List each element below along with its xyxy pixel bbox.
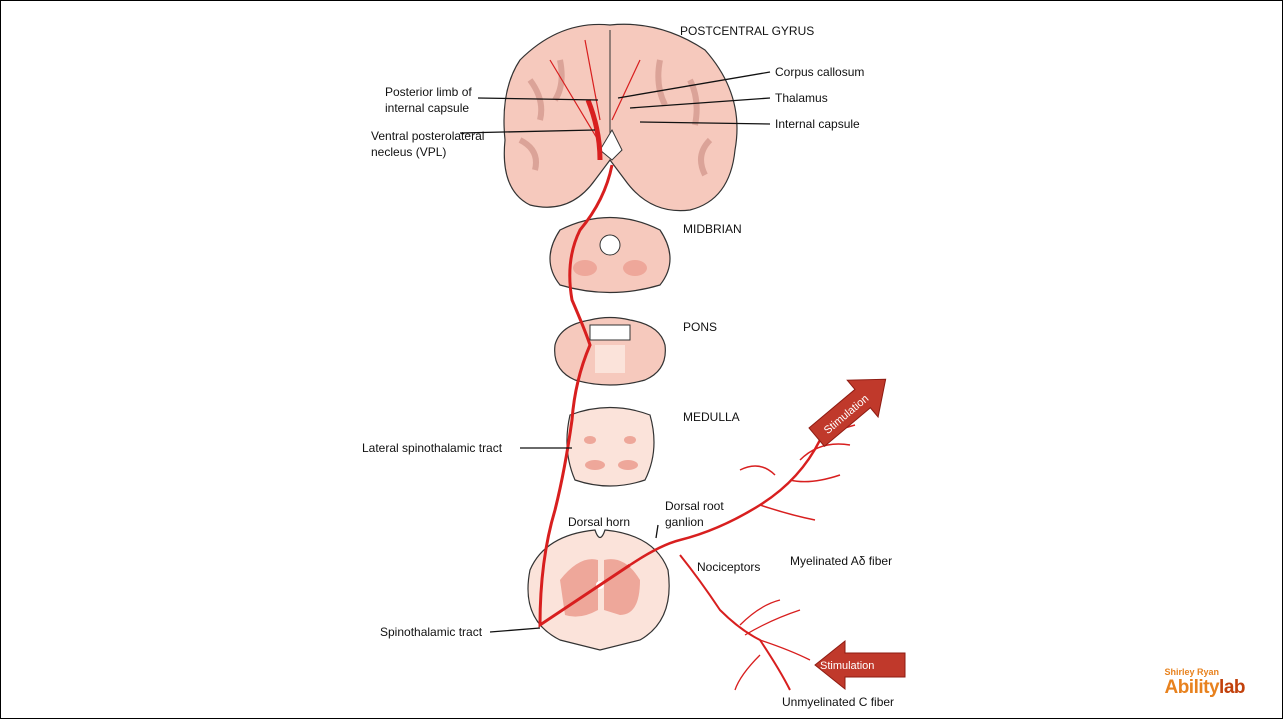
label-spinothalamic: Spinothalamic tract bbox=[380, 625, 483, 639]
label-corpus-callosum: Corpus callosum bbox=[775, 65, 864, 79]
label-nociceptors: Nociceptors bbox=[697, 560, 760, 574]
label-pons: PONS bbox=[683, 320, 717, 334]
label-unmyelinated: Unmyelinated C fiber bbox=[782, 695, 894, 709]
dorsal-root-fiber bbox=[630, 405, 840, 565]
label-posterior-limb-2: internal capsule bbox=[385, 101, 469, 115]
label-vpl-2: necleus (VPL) bbox=[371, 145, 446, 159]
midbrain-section bbox=[550, 218, 670, 293]
stimulation-arrow-top: Stimulation bbox=[801, 361, 901, 456]
pons-section bbox=[555, 318, 666, 386]
stimulation-label-bottom: Stimulation bbox=[820, 660, 874, 672]
label-postcentral-gyrus: POSTCENTRAL GYRUS bbox=[680, 24, 814, 38]
label-dorsal-root-2: ganlion bbox=[665, 515, 704, 529]
c-fiber bbox=[680, 555, 790, 690]
label-vpl-1: Ventral posterolateral bbox=[371, 129, 484, 143]
logo-line1: Shirley Ryan bbox=[1164, 667, 1245, 677]
label-myelinated: Myelinated Aδ fiber bbox=[790, 554, 892, 568]
afferent-branches-bottom bbox=[735, 600, 810, 690]
shirley-ryan-abilitylab-logo: Shirley Ryan Abilitylab bbox=[1164, 667, 1245, 699]
label-dorsal-horn: Dorsal horn bbox=[568, 515, 630, 529]
brain-section bbox=[504, 24, 737, 210]
label-posterior-limb-1: Posterior limb of bbox=[385, 85, 472, 99]
medulla-section bbox=[567, 408, 654, 487]
label-lateral-spinothalamic: Lateral spinothalamic tract bbox=[362, 441, 503, 455]
label-dorsal-root-1: Dorsal root bbox=[665, 499, 724, 513]
logo-ability: Ability bbox=[1164, 677, 1219, 698]
label-thalamus: Thalamus bbox=[775, 91, 828, 105]
label-medulla: MEDULLA bbox=[683, 410, 740, 424]
label-internal-capsule: Internal capsule bbox=[775, 117, 860, 131]
logo-line2: Abilitylab bbox=[1164, 677, 1245, 699]
label-midbrain: MIDBRIAN bbox=[683, 222, 742, 236]
spinal-cord-section bbox=[528, 530, 669, 650]
logo-lab: lab bbox=[1219, 677, 1245, 698]
